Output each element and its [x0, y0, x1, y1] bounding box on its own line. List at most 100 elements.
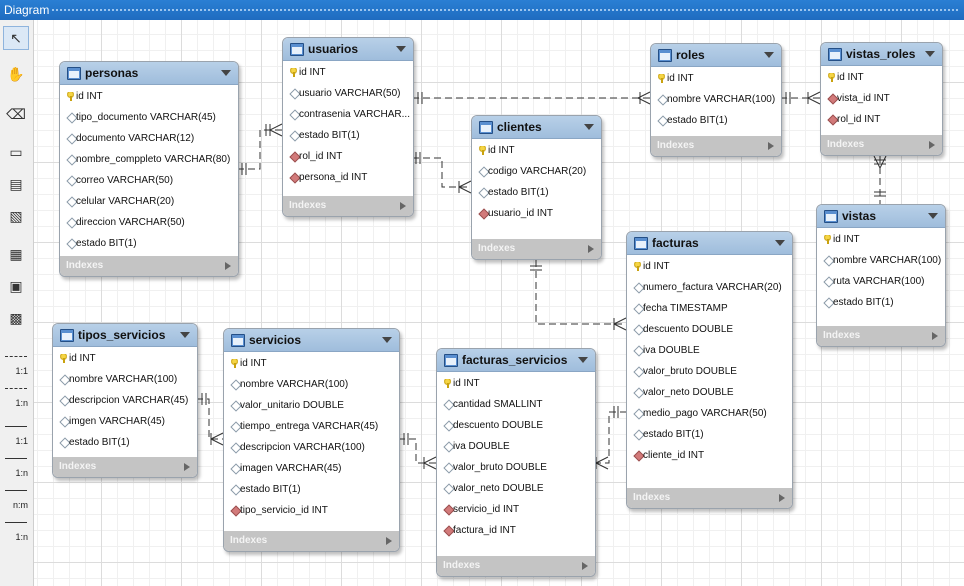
column-row[interactable]: direccion VARCHAR(50) — [60, 212, 238, 233]
column-row[interactable]: estado BIT(1) — [627, 424, 792, 445]
column-row[interactable]: cliente_id INT — [627, 445, 792, 466]
column-row[interactable]: estado BIT(1) — [472, 182, 601, 203]
collapse-toggle-icon[interactable] — [584, 124, 594, 130]
column-row[interactable]: contrasenia VARCHAR... — [283, 104, 413, 125]
column-row[interactable]: ruta VARCHAR(100) — [817, 271, 945, 292]
expand-arrow-icon[interactable] — [768, 142, 774, 150]
rel-clientes-usuarios[interactable] — [412, 157, 471, 188]
rel-n-m-tool[interactable]: n:m — [3, 484, 29, 510]
column-row[interactable]: id INT — [224, 353, 399, 374]
column-row[interactable]: iva DOUBLE — [627, 340, 792, 361]
pointer-icon[interactable]: ↖ — [3, 26, 29, 50]
column-row[interactable]: valor_neto DOUBLE — [437, 478, 595, 499]
table-header[interactable]: personas — [60, 62, 238, 85]
rel-usuarios-personas[interactable] — [237, 129, 282, 170]
collapse-toggle-icon[interactable] — [928, 213, 938, 219]
column-row[interactable]: valor_bruto DOUBLE — [437, 457, 595, 478]
rel-1-1-tool[interactable]: 1:1 — [3, 420, 29, 446]
column-row[interactable]: nombre_compplet​o VARCHAR(80) — [60, 149, 238, 170]
view-icon[interactable]: ▣ — [9, 278, 23, 294]
table-header[interactable]: tipos_servicios — [53, 324, 197, 347]
column-row[interactable]: nombre VARCHAR(100) — [817, 250, 945, 271]
table-header[interactable]: vistas — [817, 205, 945, 228]
layer-icon[interactable]: ▭ — [9, 144, 23, 160]
indexes-section[interactable]: Indexes — [224, 531, 399, 551]
column-row[interactable]: id INT — [821, 67, 942, 88]
table-header[interactable]: usuarios — [283, 38, 413, 61]
table-header[interactable]: vistas_roles — [821, 43, 942, 66]
column-row[interactable]: factura_id INT — [437, 520, 595, 541]
column-row[interactable]: estado BIT(1) — [651, 110, 781, 131]
expand-arrow-icon[interactable] — [779, 494, 785, 502]
column-row[interactable]: id INT — [53, 348, 197, 369]
image-icon[interactable]: ▧ — [9, 208, 23, 224]
column-row[interactable]: documento VARCHAR(12) — [60, 128, 238, 149]
table-header[interactable]: servicios — [224, 329, 399, 352]
rel-1-n-tool[interactable]: 1:n — [3, 452, 29, 478]
eraser-icon[interactable]: ⌫ — [6, 106, 26, 122]
expand-arrow-icon[interactable] — [386, 537, 392, 545]
column-row[interactable]: estado BIT(1) — [817, 292, 945, 313]
column-row[interactable]: cantidad SMALLINT — [437, 394, 595, 415]
column-row[interactable]: id INT — [283, 62, 413, 83]
indexes-section[interactable]: Indexes — [437, 556, 595, 576]
table-header[interactable]: facturas_servicios — [437, 349, 595, 372]
indexes-section[interactable]: Indexes — [651, 136, 781, 156]
column-row[interactable]: valor_neto DOUBLE — [627, 382, 792, 403]
collapse-toggle-icon[interactable] — [764, 52, 774, 58]
expand-arrow-icon[interactable] — [184, 463, 190, 471]
expand-arrow-icon[interactable] — [932, 332, 938, 340]
rel-facturas-servicios-facturas[interactable] — [594, 411, 626, 464]
column-row[interactable]: nombre VARCHAR(100) — [651, 89, 781, 110]
column-row[interactable]: vista_id INT — [821, 88, 942, 109]
column-row[interactable]: tiempo_entrega VARCHAR(45) — [224, 416, 399, 437]
column-row[interactable]: estado BIT(1) — [224, 479, 399, 500]
column-row[interactable]: estado BIT(1) — [60, 233, 238, 254]
column-row[interactable]: id INT — [651, 68, 781, 89]
collapse-toggle-icon[interactable] — [382, 337, 392, 343]
column-row[interactable]: iva DOUBLE — [437, 436, 595, 457]
column-row[interactable]: usuario VARCHAR(50) — [283, 83, 413, 104]
column-row[interactable]: nombre VARCHAR(100) — [224, 374, 399, 395]
column-row[interactable]: rol_id INT — [821, 109, 942, 130]
column-row[interactable]: descuento DOUBLE — [627, 319, 792, 340]
column-row[interactable]: servicio_id INT — [437, 499, 595, 520]
column-row[interactable]: estado BIT(1) — [283, 125, 413, 146]
column-row[interactable]: id INT — [60, 86, 238, 107]
expand-arrow-icon[interactable] — [929, 141, 935, 149]
column-row[interactable]: rol_id INT — [283, 146, 413, 167]
column-row[interactable]: numero_factura VARCHAR(20) — [627, 277, 792, 298]
column-row[interactable]: id INT — [437, 373, 595, 394]
indexes-section[interactable]: Indexes — [60, 256, 238, 276]
routine-group-icon[interactable]: ▩ — [9, 310, 23, 326]
expand-arrow-icon[interactable] — [588, 245, 594, 253]
table-header[interactable]: facturas — [627, 232, 792, 255]
table-header[interactable]: clientes — [472, 116, 601, 139]
rel-1-n-identifying-tool[interactable]: 1:n — [3, 382, 29, 408]
expand-arrow-icon[interactable] — [582, 562, 588, 570]
collapse-toggle-icon[interactable] — [180, 332, 190, 338]
collapse-toggle-icon[interactable] — [396, 46, 406, 52]
collapse-toggle-icon[interactable] — [578, 357, 588, 363]
column-row[interactable]: persona_id INT — [283, 167, 413, 188]
rel-servicios-tipos-servicios[interactable] — [196, 398, 223, 440]
column-row[interactable]: imagen VARCHAR(45) — [224, 458, 399, 479]
column-row[interactable]: valor_unitario DOUBLE — [224, 395, 399, 416]
column-row[interactable]: medio_pago VARCHAR(50) — [627, 403, 792, 424]
collapse-toggle-icon[interactable] — [221, 70, 231, 76]
column-row[interactable]: id INT — [627, 256, 792, 277]
indexes-section[interactable]: Indexes — [627, 488, 792, 508]
column-row[interactable]: tipo_documento VARCHAR(45) — [60, 107, 238, 128]
column-row[interactable]: descripcion VARCHAR(45) — [53, 390, 197, 411]
rel-1-1-identifying-tool[interactable]: 1:1 — [3, 350, 29, 376]
indexes-section[interactable]: Indexes — [472, 239, 601, 259]
column-row[interactable]: valor_bruto DOUBLE — [627, 361, 792, 382]
